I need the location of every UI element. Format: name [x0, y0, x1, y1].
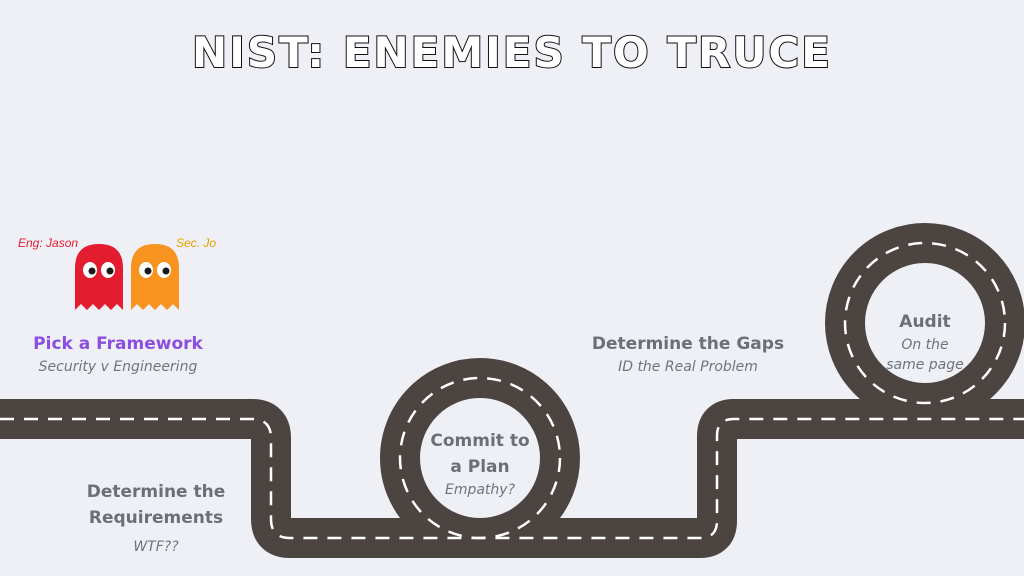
stage-title: Pick a Framework: [33, 334, 203, 354]
stage-title-line2: a Plan: [450, 457, 510, 477]
stage-title: Determine the Gaps: [591, 334, 785, 354]
slide-title: NIST: ENEMIES TO TRUCE: [191, 27, 832, 78]
page-number: 4: [508, 545, 515, 558]
stage-subtitle-line2: same page: [886, 357, 964, 373]
stage-subtitle: Security v Engineering: [38, 359, 198, 375]
stage-pick-framework: Pick a Framework Security v Engineering: [18, 331, 218, 377]
character-label-sec: Sec. Jo: [176, 236, 217, 250]
stage-title-line1: Determine the: [86, 482, 226, 502]
stage-subtitle-line1: On the: [901, 337, 949, 353]
stage-title-line2: Requirements: [88, 508, 224, 528]
stage-title: Audit: [899, 312, 951, 332]
lane-loop-plan: [398, 376, 562, 540]
red-ghost-icon: [75, 244, 123, 310]
stage-subtitle: Empathy?: [444, 482, 516, 498]
stage-determine-requirements: Determine the Requirements WTF??: [66, 479, 246, 557]
stage-subtitle: WTF??: [133, 539, 179, 555]
orange-ghost-icon: [131, 244, 179, 310]
stage-determine-gaps: Determine the Gaps ID the Real Problem: [578, 331, 798, 377]
stage-audit: Audit On the same page: [865, 309, 985, 375]
stage-subtitle: ID the Real Problem: [618, 359, 758, 375]
character-label-eng: Eng: Jason: [18, 236, 79, 250]
stage-commit-plan: Commit to a Plan Empathy?: [410, 428, 550, 500]
lane-loop-audit: [843, 241, 1007, 405]
lane-main: [0, 417, 1024, 540]
stage-title-line1: Commit to: [430, 431, 530, 451]
